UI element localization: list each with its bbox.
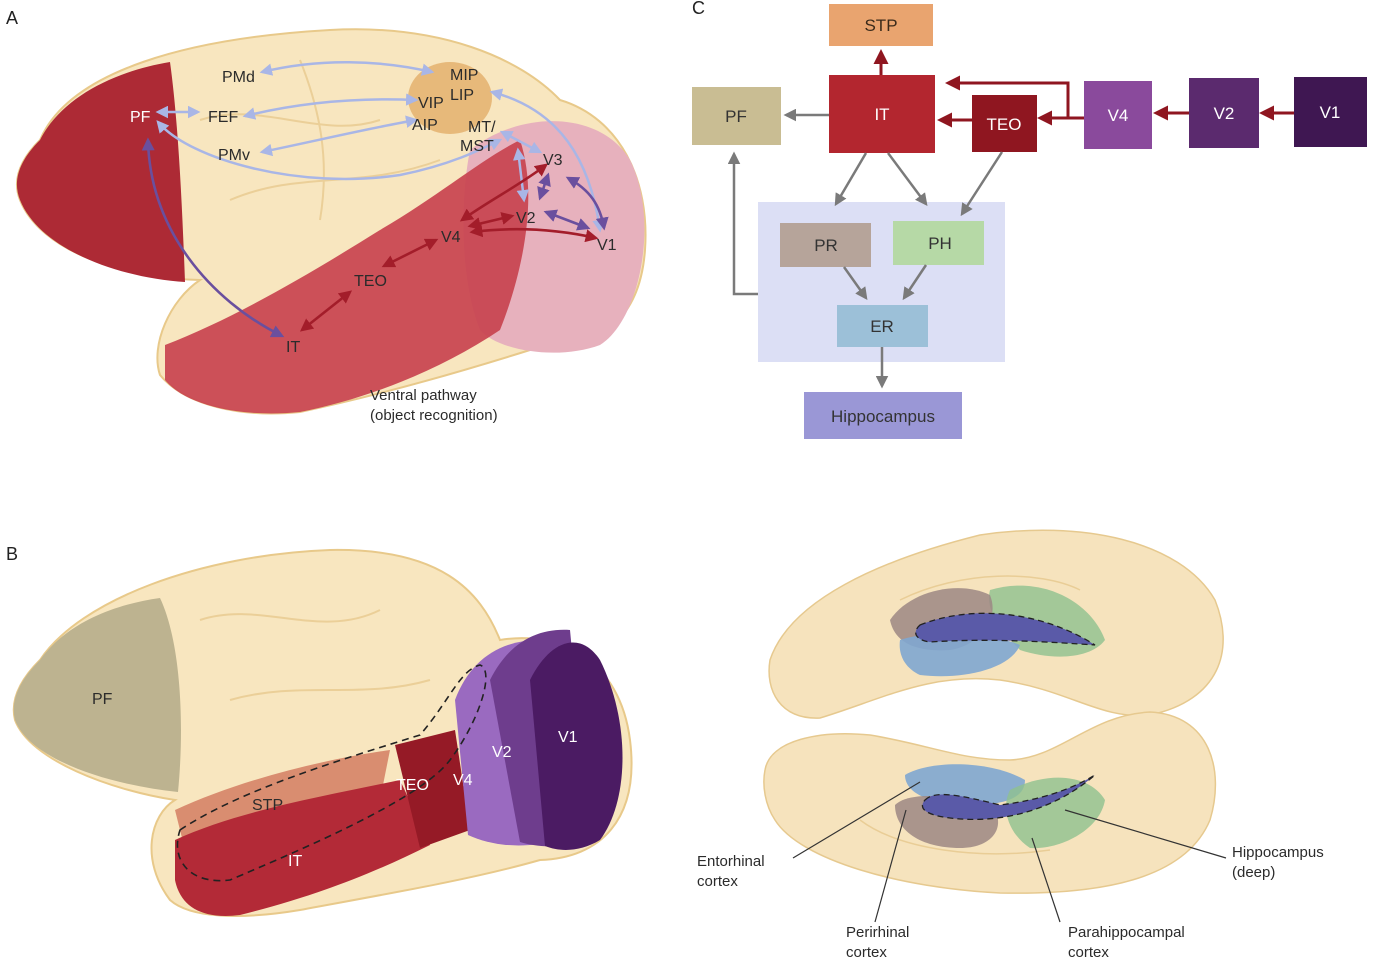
label-b-teo: TEO bbox=[396, 777, 429, 794]
label-a-lip: LIP bbox=[450, 87, 474, 104]
label-a-mt: MT/ bbox=[468, 119, 496, 136]
box-v1-label: V1 bbox=[1320, 103, 1341, 122]
label-a-fef: FEF bbox=[208, 109, 238, 126]
label-hippocampus: Hippocampus bbox=[1232, 844, 1324, 861]
box-teo-label: TEO bbox=[987, 115, 1022, 134]
label-a-v2: V2 bbox=[516, 210, 536, 227]
label-b-v1: V1 bbox=[558, 729, 578, 746]
label-a-pf: PF bbox=[130, 109, 151, 126]
label-parahippocampal: Parahippocampal bbox=[1068, 924, 1185, 941]
caption-ventral-pathway: Ventral pathway bbox=[370, 387, 477, 404]
label-b-stp: STP bbox=[252, 797, 283, 814]
panel-a: A bbox=[6, 8, 646, 424]
label-a-teo: TEO bbox=[354, 273, 387, 290]
caption-object-recognition: (object recognition) bbox=[370, 407, 498, 424]
panel-c-letter: C bbox=[692, 0, 705, 18]
box-er-label: ER bbox=[870, 317, 894, 336]
label-a-mst: MST bbox=[460, 138, 494, 155]
panel-d: Entorhinal cortex Perirhinal cortex Para… bbox=[697, 530, 1324, 961]
box-ph-label: PH bbox=[928, 234, 952, 253]
label-entorhinal-cortex: cortex bbox=[697, 873, 738, 890]
label-b-v4: V4 bbox=[453, 772, 473, 789]
box-pf-label: PF bbox=[725, 107, 747, 126]
label-entorhinal: Entorhinal bbox=[697, 853, 765, 870]
label-b-v2: V2 bbox=[492, 744, 512, 761]
box-v2-label: V2 bbox=[1214, 104, 1235, 123]
label-a-vip: VIP bbox=[418, 95, 444, 112]
panel-b-letter: B bbox=[6, 544, 18, 564]
box-it-label: IT bbox=[874, 105, 889, 124]
label-perirhinal: Perirhinal bbox=[846, 924, 909, 941]
panel-b: B PF STP IT TEO V4 V2 V1 bbox=[6, 544, 632, 916]
box-hippocampus-label: Hippocampus bbox=[831, 407, 935, 426]
box-pr-label: PR bbox=[814, 236, 838, 255]
panel-c: C STP IT TE bbox=[692, 0, 1367, 439]
brain-b-v1-region bbox=[530, 643, 623, 850]
label-a-it: IT bbox=[286, 339, 300, 356]
label-a-mip: MIP bbox=[450, 67, 478, 84]
label-a-v1: V1 bbox=[597, 237, 617, 254]
label-a-v4: V4 bbox=[441, 229, 461, 246]
box-v4-label: V4 bbox=[1108, 106, 1129, 125]
label-perirhinal-cortex: cortex bbox=[846, 944, 887, 961]
label-a-aip: AIP bbox=[412, 117, 438, 134]
label-hippocampus-deep: (deep) bbox=[1232, 864, 1275, 881]
box-stp-label: STP bbox=[864, 16, 897, 35]
label-a-v3: V3 bbox=[543, 152, 563, 169]
label-parahippocampal-cortex: cortex bbox=[1068, 944, 1109, 961]
brain-a-prefrontal-region bbox=[17, 62, 185, 282]
panel-a-letter: A bbox=[6, 8, 18, 28]
label-b-pf: PF bbox=[92, 691, 113, 708]
label-b-it: IT bbox=[288, 853, 302, 870]
label-a-pmd: PMd bbox=[222, 69, 255, 86]
label-a-pmv: PMv bbox=[218, 147, 250, 164]
